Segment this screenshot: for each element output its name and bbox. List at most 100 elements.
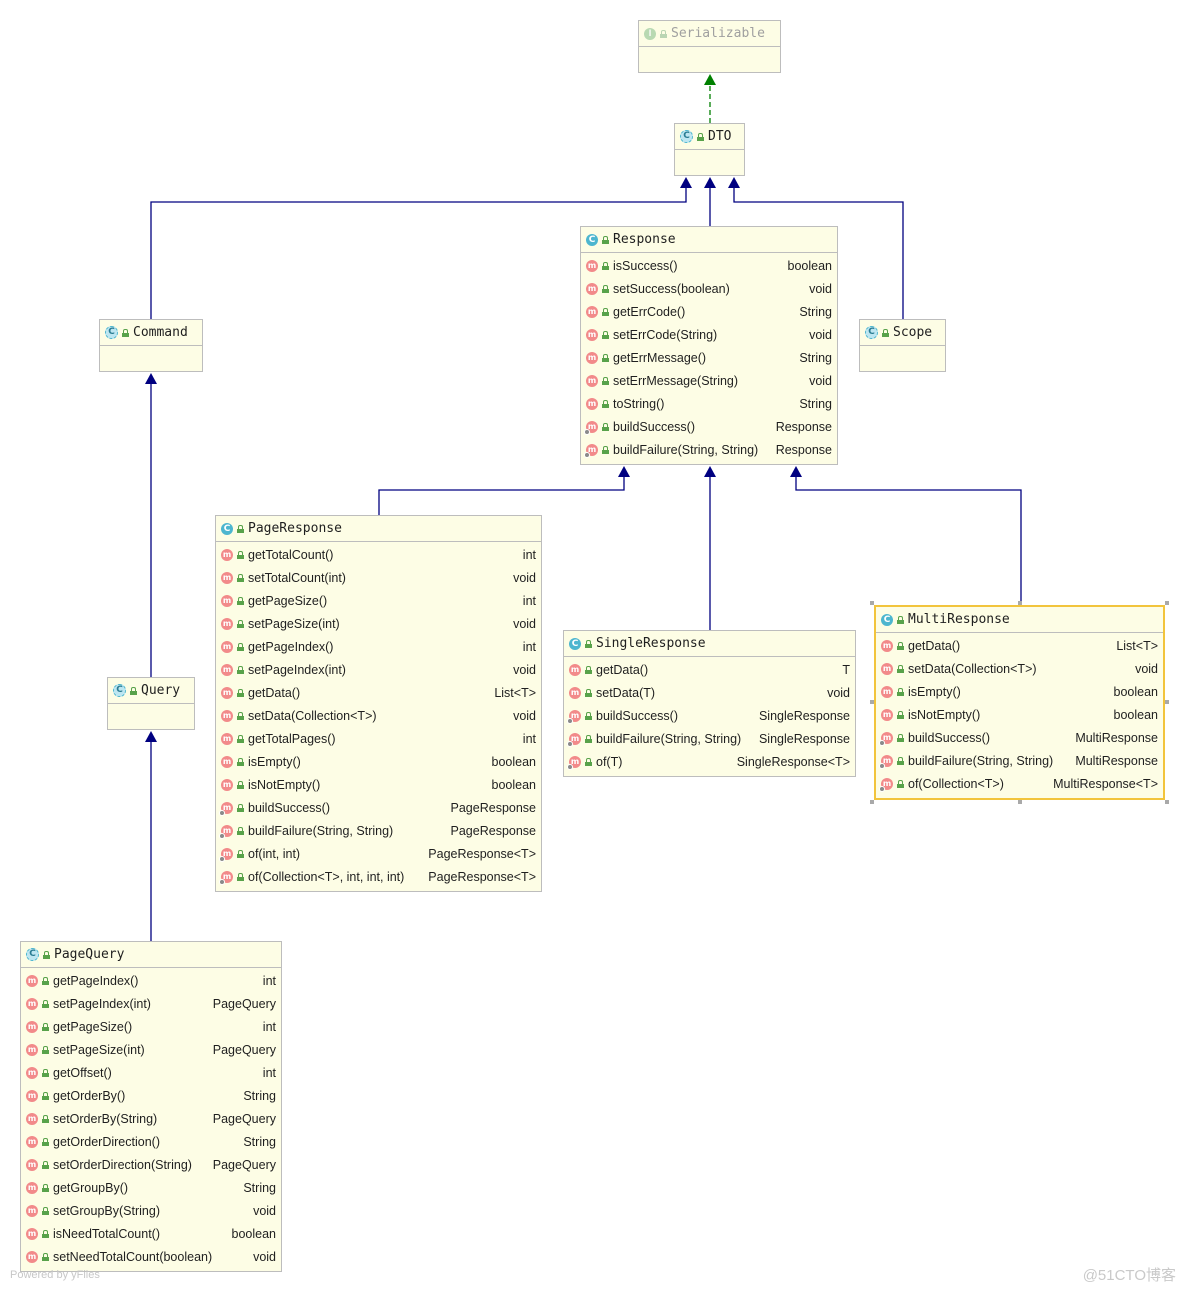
method-return-type: SingleResponse	[758, 731, 850, 746]
public-lock-icon	[42, 1068, 49, 1077]
selection-handle[interactable]	[870, 700, 874, 704]
public-lock-icon	[897, 710, 904, 719]
method-name: getData()	[596, 662, 649, 677]
public-lock-icon	[602, 399, 609, 408]
inheritance-edge[interactable]	[150, 177, 692, 319]
method-name: isNotEmpty()	[248, 777, 321, 792]
inheritance-edge[interactable]	[704, 466, 716, 630]
class-name: Scope	[893, 325, 933, 340]
selection-handle[interactable]	[870, 800, 874, 804]
selection-handle[interactable]	[870, 601, 874, 605]
selection-handle[interactable]	[1165, 800, 1169, 804]
method-name: buildFailure(String, String)	[613, 442, 759, 457]
method-name: setData(Collection<T>)	[248, 708, 377, 723]
selection-handle[interactable]	[1165, 700, 1169, 704]
method-icon: m	[26, 1204, 38, 1217]
method-return-type: void	[513, 708, 536, 723]
method-name: setPageIndex(int)	[53, 996, 151, 1011]
method-name: of(Collection<T>)	[908, 776, 1004, 791]
arrowhead	[728, 177, 740, 188]
method-icon: m	[881, 639, 893, 652]
implements-edge[interactable]	[704, 74, 716, 123]
inheritance-edge[interactable]	[704, 177, 716, 226]
method-return-type: int	[522, 639, 536, 654]
method-name: setTotalCount(int)	[248, 570, 346, 585]
inheritance-edge[interactable]	[790, 466, 1022, 605]
inheritance-edge[interactable]	[728, 177, 904, 319]
powered-by-footer: Powered by yFiles	[10, 1269, 100, 1281]
method-icon: m	[586, 328, 598, 341]
public-lock-icon	[237, 872, 244, 881]
selection-handle[interactable]	[1165, 601, 1169, 605]
inheritance-edge[interactable]	[145, 373, 157, 677]
selection-handle[interactable]	[1018, 601, 1022, 605]
inheritance-edge[interactable]	[378, 466, 630, 515]
method-return-type: void	[253, 1203, 276, 1218]
selection-handle[interactable]	[1018, 800, 1022, 804]
inheritance-edge[interactable]	[145, 731, 157, 941]
method-icon: m	[26, 1066, 38, 1079]
